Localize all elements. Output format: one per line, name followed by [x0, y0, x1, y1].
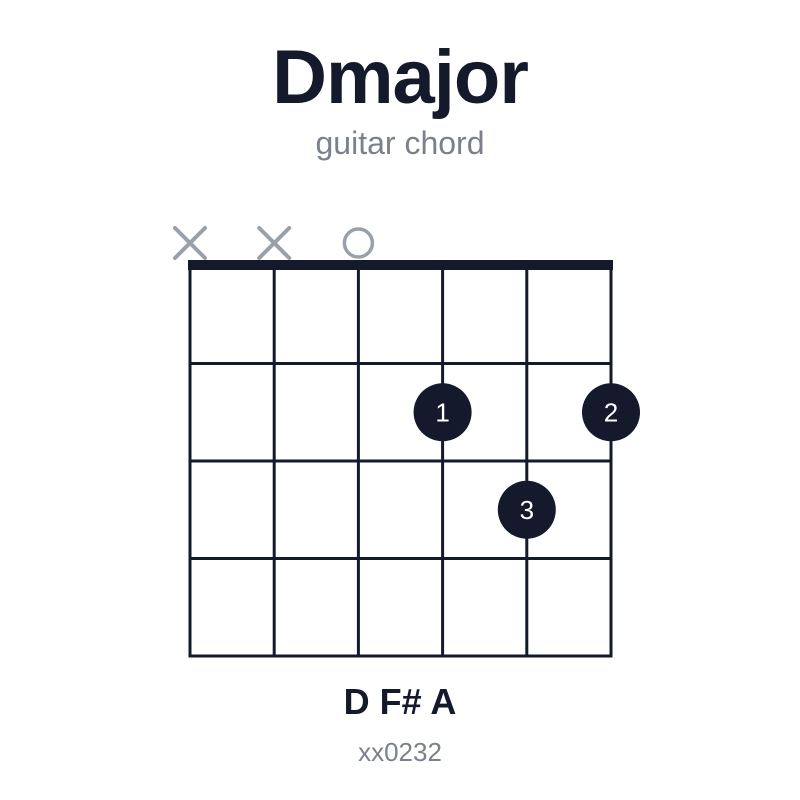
- chord-subtitle: guitar chord: [315, 125, 485, 161]
- finger-number: 3: [520, 495, 534, 525]
- chord-title: Dmajor: [272, 35, 529, 120]
- finger-number: 1: [435, 397, 449, 427]
- muted-string-icon: [173, 226, 207, 260]
- finger-dot: [582, 383, 640, 442]
- nut: [188, 260, 613, 270]
- chord-notes: D F# A: [343, 681, 457, 722]
- chord-fingering: xx0232: [358, 737, 442, 767]
- finger-number: 2: [604, 397, 618, 427]
- muted-string-icon: [257, 226, 292, 260]
- finger-dot: [413, 383, 472, 442]
- finger-dot: [497, 480, 556, 539]
- open-string-icon: [342, 227, 375, 259]
